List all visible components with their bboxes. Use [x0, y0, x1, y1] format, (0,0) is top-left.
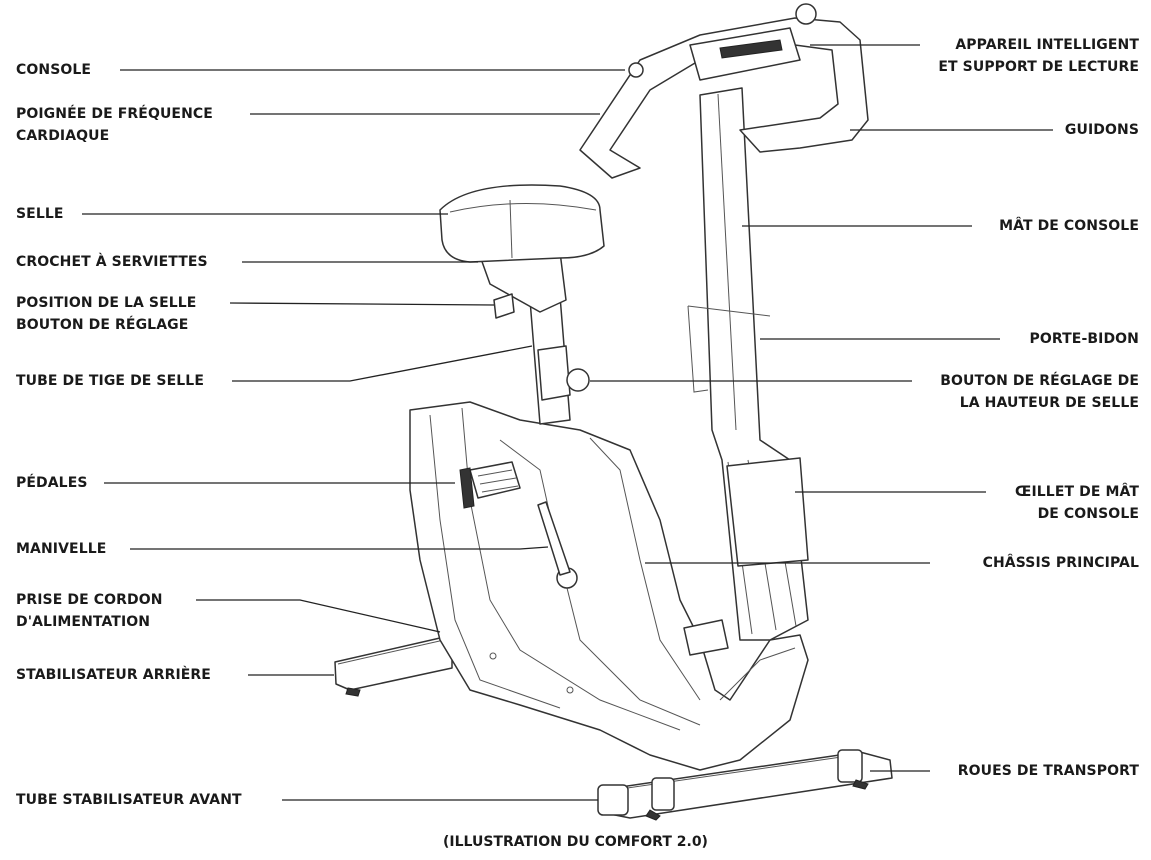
label-seat-height-knob-line-1: BOUTON DE RÉGLAGE DE [940, 373, 1139, 389]
label-console-mast-line-1: MÂT DE CONSOLE [999, 218, 1139, 234]
label-console-mast-grommet-line-1: ŒILLET DE MÂT [1015, 484, 1139, 500]
label-power-cord-socket: PRISE DE CORDON D'ALIMENTATION [16, 589, 163, 633]
label-seat-position-knob: POSITION DE LA SELLE BOUTON DE RÉGLAGE [16, 292, 196, 336]
label-seat-height-knob: BOUTON DE RÉGLAGE DE LA HAUTEUR DE SELLE [940, 370, 1139, 414]
label-smart-device-holder: APPAREIL INTELLIGENT ET SUPPORT DE LECTU… [938, 34, 1139, 78]
label-seat-position-knob-line-2: BOUTON DE RÉGLAGE [16, 317, 189, 333]
label-heart-rate-grip-line-1: POIGNÉE DE FRÉQUENCE [16, 106, 213, 122]
label-towel-hook: CROCHET À SERVIETTES [16, 251, 208, 273]
label-power-cord-socket-line-1: PRISE DE CORDON [16, 592, 163, 608]
label-heart-rate-grip: POIGNÉE DE FRÉQUENCE CARDIAQUE [16, 103, 213, 147]
label-seat: SELLE [16, 203, 64, 225]
label-main-frame: CHÂSSIS PRINCIPAL [983, 552, 1139, 574]
label-smart-device-holder-line-2: ET SUPPORT DE LECTURE [938, 59, 1139, 75]
label-pedals-line-1: PÉDALES [16, 475, 88, 491]
label-towel-hook-line-1: CROCHET À SERVIETTES [16, 254, 208, 270]
label-front-stabilizer-tube: TUBE STABILISATEUR AVANT [16, 789, 242, 811]
label-seat-post-tube-line-1: TUBE DE TIGE DE SELLE [16, 373, 204, 389]
label-main-frame-line-1: CHÂSSIS PRINCIPAL [982, 555, 1139, 571]
label-seat-post-tube: TUBE DE TIGE DE SELLE [16, 370, 204, 392]
label-rear-stabilizer-line-1: STABILISATEUR ARRIÈRE [16, 667, 211, 683]
label-bottle-holder-line-1: PORTE-BIDON [1029, 331, 1139, 347]
label-seat-height-knob-line-2: LA HAUTEUR DE SELLE [959, 395, 1139, 411]
crank-pedal-drawing [459, 461, 729, 656]
illustration-caption: (ILLUSTRATION DU COMFORT 2.0) [443, 834, 708, 850]
main-frame-drawing [409, 401, 809, 771]
label-console-mast: MÂT DE CONSOLE [999, 215, 1139, 237]
label-handlebars: GUIDONS [1065, 119, 1139, 141]
label-transport-wheels-line-1: ROUES DE TRANSPORT [957, 763, 1139, 779]
label-seat-position-knob-line-1: POSITION DE LA SELLE [16, 295, 197, 311]
label-handlebars-line-1: GUIDONS [1064, 122, 1139, 138]
label-console: CONSOLE [16, 59, 91, 81]
label-rear-stabilizer: STABILISATEUR ARRIÈRE [16, 664, 211, 686]
label-heart-rate-grip-line-2: CARDIAQUE [16, 128, 110, 144]
label-console-mast-grommet-line-2: DE CONSOLE [1037, 506, 1139, 522]
label-pedals: PÉDALES [16, 472, 88, 494]
handlebar-console-drawing [579, 3, 869, 179]
front-stabilizer-drawing [597, 749, 893, 821]
label-smart-device-holder-line-1: APPAREIL INTELLIGENT [955, 37, 1139, 53]
label-crank-line-1: MANIVELLE [16, 541, 107, 557]
label-console-line-1: CONSOLE [16, 62, 92, 78]
label-transport-wheels: ROUES DE TRANSPORT [958, 760, 1139, 782]
label-bottle-holder: PORTE-BIDON [1030, 328, 1139, 350]
label-power-cord-socket-line-2: D'ALIMENTATION [16, 614, 151, 630]
label-console-mast-grommet: ŒILLET DE MÂT DE CONSOLE [1015, 481, 1139, 525]
label-seat-line-1: SELLE [16, 206, 64, 222]
console-mast-drawing [687, 87, 809, 641]
label-front-stabilizer-tube-line-1: TUBE STABILISATEUR AVANT [16, 792, 242, 808]
label-crank: MANIVELLE [16, 538, 106, 560]
seat-assembly-drawing [439, 184, 605, 425]
